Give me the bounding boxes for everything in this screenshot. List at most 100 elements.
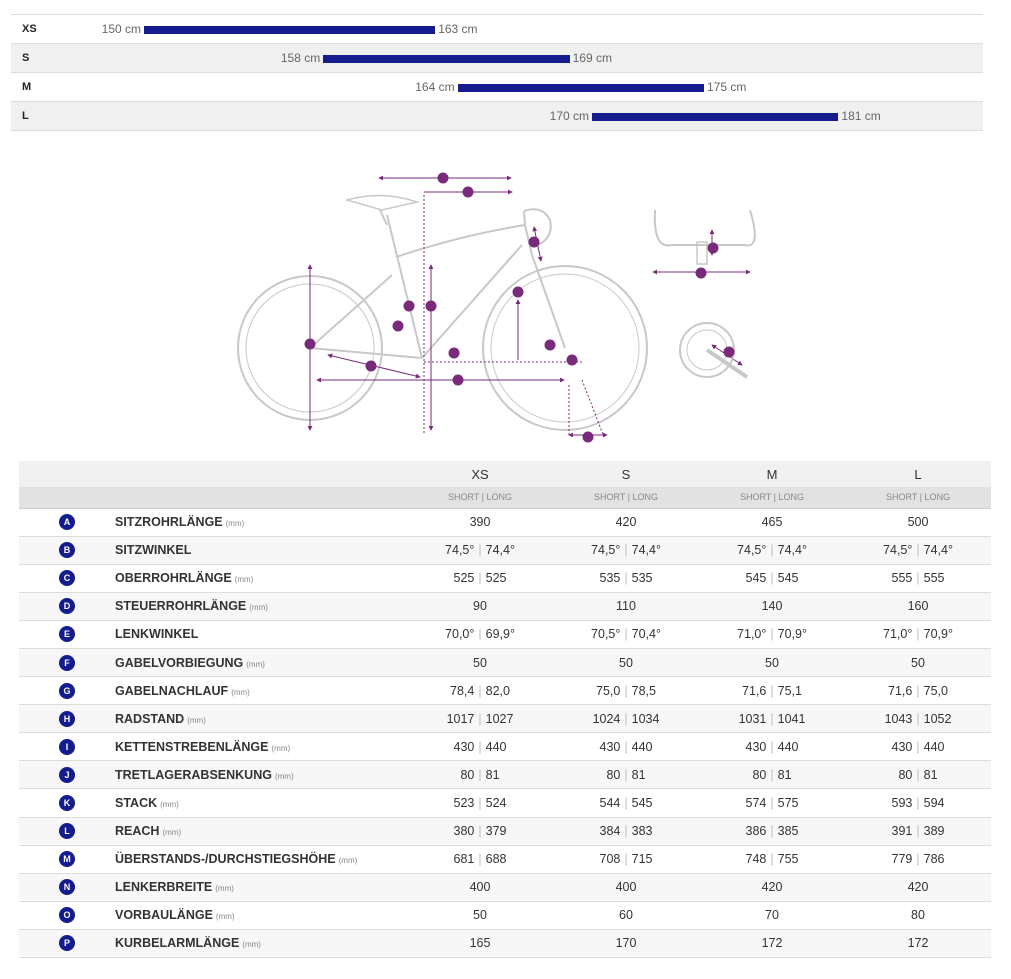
short-value: 1043 (884, 711, 913, 726)
short-value: 74,5° (445, 543, 475, 558)
value-cell: 172 (845, 929, 991, 959)
size-range-label: L (22, 110, 29, 122)
value-cell: 430|440 (407, 732, 553, 762)
letter-cell: A (19, 508, 115, 537)
short-value: 430 (599, 739, 621, 754)
size-header-xs: XS (407, 461, 553, 487)
short-value: 80 (752, 767, 767, 782)
size-range-bar (323, 55, 570, 63)
value-cell: 420 (699, 873, 845, 902)
long-value: 535 (631, 571, 653, 586)
long-value: 545 (631, 795, 653, 810)
parameter-name-cell: KURBELARMLÄNGE(mm) (115, 929, 407, 959)
value-cell: 78,4|82,0 (407, 676, 553, 706)
parameter-name: GABELNACHLAUF (115, 683, 229, 698)
front-wheel-rim (490, 273, 640, 423)
letter-badge: H (59, 710, 75, 727)
value-separator: | (770, 711, 774, 726)
short-value: 544 (599, 795, 621, 810)
value-separator: | (624, 739, 628, 754)
header-cell (19, 461, 115, 487)
short-value: 80 (898, 767, 913, 782)
short-value: 545 (745, 571, 767, 586)
value-cell: 523|524 (407, 788, 553, 818)
value-cell: 50 (407, 648, 553, 678)
parameter-name-cell: OBERROHRLÄNGE(mm) (115, 564, 407, 593)
letter-badge: B (59, 542, 75, 559)
parameter-name-cell: STACK(mm) (115, 788, 407, 818)
long-value: 74,4° (777, 543, 807, 558)
header-cell (115, 487, 407, 509)
parameter-name-cell: LENKERBREITE(mm) (115, 873, 407, 902)
value-cell: 390 (407, 508, 553, 537)
parameter-unit: (mm) (225, 519, 245, 529)
parameter-name: VORBAULÄNGE (115, 908, 213, 923)
letter-cell: E (19, 620, 115, 649)
size-header-l: L (845, 461, 991, 487)
size-range-max: 175 cm (707, 80, 747, 94)
seat-stay (309, 274, 393, 349)
letter-badge: N (59, 879, 75, 896)
handlebar-detail (653, 209, 756, 265)
short-value: 70,5° (591, 627, 621, 642)
value-cell: 384|383 (553, 817, 699, 846)
short-value: 1017 (446, 711, 475, 726)
long-value: 440 (631, 739, 653, 754)
value-separator: | (916, 852, 920, 867)
parameter-name: LENKERBREITE (115, 880, 213, 895)
short-long-label: SHORT | LONG (553, 487, 699, 509)
short-value: 1024 (592, 711, 621, 726)
short-value: 380 (453, 824, 475, 839)
short-value: 71,6 (742, 683, 767, 698)
value-cell: 71,6|75,0 (845, 676, 991, 706)
parameter-unit: (mm) (338, 856, 358, 866)
letter-cell: B (19, 536, 115, 565)
value-separator: | (916, 711, 920, 726)
fork (531, 254, 566, 349)
short-value: 390 (469, 515, 491, 530)
value-cell: 535|535 (553, 564, 699, 593)
parameter-name-cell: SITZROHRLÄNGE(mm) (115, 508, 407, 537)
value-separator: | (916, 543, 920, 558)
short-value: 140 (761, 599, 783, 614)
letter-cell: N (19, 873, 115, 902)
value-separator: | (478, 795, 482, 810)
short-value: 779 (891, 852, 913, 867)
parameter-name-cell: GABELNACHLAUF(mm) (115, 676, 407, 706)
value-separator: | (916, 767, 920, 782)
letter-badge: P (59, 935, 75, 952)
value-cell: 465 (699, 508, 845, 537)
value-cell: 380|379 (407, 817, 553, 846)
letter-cell: G (19, 676, 115, 706)
parameter-name: RADSTAND (115, 711, 185, 726)
value-cell: 593|594 (845, 788, 991, 818)
value-separator: | (916, 795, 920, 810)
value-separator: | (770, 767, 774, 782)
size-range-row: L 170 cm 181 cm (11, 102, 983, 131)
value-separator: | (916, 627, 920, 642)
short-value: 400 (469, 880, 491, 895)
long-value: 525 (485, 571, 507, 586)
value-cell: 386|385 (699, 817, 845, 846)
size-header-s: S (553, 461, 699, 487)
value-separator: | (916, 683, 920, 698)
short-value: 172 (907, 936, 929, 951)
short-value: 535 (599, 571, 621, 586)
size-range-chart: XS 150 cm 163 cm S 158 cm 169 cm M 164 c… (11, 14, 983, 131)
short-value: 110 (616, 599, 636, 614)
value-cell: 1043|1052 (845, 704, 991, 734)
long-value: 383 (631, 824, 653, 839)
letter-badge: J (59, 766, 75, 783)
letter-cell: J (19, 760, 115, 790)
value-cell: 1024|1034 (553, 704, 699, 734)
long-value: 786 (923, 852, 945, 867)
parameter-name: OBERROHRLÄNGE (115, 571, 232, 586)
short-value: 420 (761, 880, 783, 895)
value-cell: 71,0°|70,9° (845, 620, 991, 649)
value-separator: | (770, 795, 774, 810)
parameter-unit: (mm) (234, 575, 254, 585)
long-value: 1041 (777, 711, 806, 726)
